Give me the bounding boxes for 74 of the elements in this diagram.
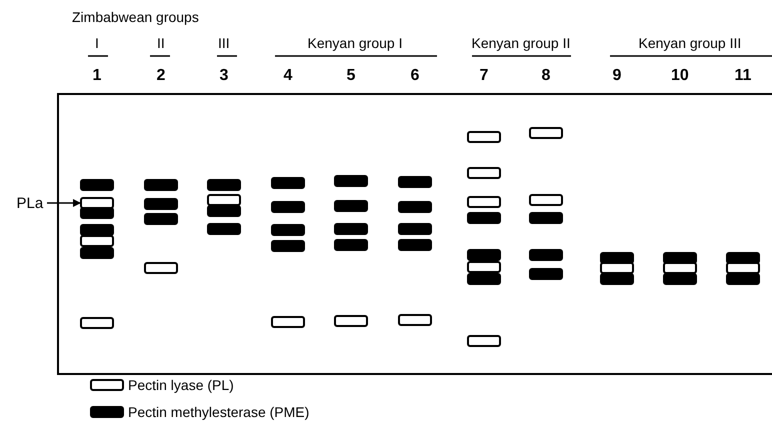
pme-band: [398, 176, 432, 188]
pme-band: [398, 223, 432, 235]
pme-band: [271, 224, 305, 236]
pme-band: [144, 198, 178, 210]
pl-band: [334, 315, 368, 327]
lane-number: 7: [480, 68, 488, 84]
leader-arrow: [47, 199, 81, 207]
group-heading: Kenyan group II: [472, 36, 570, 50]
pme-band: [80, 207, 114, 219]
legend-text: Pectin methylesterase (PME): [128, 405, 310, 419]
pl-band: [529, 127, 563, 139]
pme-band: [663, 252, 697, 264]
legend-text: Pectin lyase (PL): [128, 378, 234, 392]
pl-band: [398, 314, 432, 326]
pl-band: [467, 167, 501, 179]
lane-number: 10: [671, 68, 689, 84]
pl-band: [600, 262, 634, 274]
pme-band: [467, 249, 501, 261]
pl-band: [529, 194, 563, 206]
pl-band: [467, 196, 501, 208]
pme-band: [334, 175, 368, 187]
pme-band: [467, 212, 501, 224]
pme-band: [207, 179, 241, 191]
group-heading: Kenyan group III: [638, 36, 742, 50]
group-heading: Zimbabwean groups: [72, 10, 199, 24]
lane-number: 11: [734, 68, 752, 84]
pme-band: [334, 200, 368, 212]
lane-number: 2: [156, 68, 166, 84]
pme-band: [80, 247, 114, 259]
group-numeral: I: [95, 36, 99, 50]
lane-number: 8: [542, 68, 550, 84]
pme-band: [207, 205, 241, 217]
pl-band: [467, 335, 501, 347]
pme-band: [271, 177, 305, 189]
pme-band: [80, 179, 114, 191]
pme-band: [144, 213, 178, 225]
pme-band: [600, 252, 634, 264]
pl-band: [467, 131, 501, 143]
pl-band: [80, 197, 114, 209]
pme-band: [334, 223, 368, 235]
pme-band: [398, 239, 432, 251]
pl-band: [207, 194, 241, 206]
pme-band: [80, 224, 114, 236]
pme-band: [207, 223, 241, 235]
pl-band: [467, 261, 501, 273]
pl-band: [80, 317, 114, 329]
pl-band: [80, 235, 114, 247]
lane-number: 4: [284, 68, 292, 84]
pme-band: [144, 179, 178, 191]
pme-band: [334, 239, 368, 251]
pme-band: [529, 212, 563, 224]
pl-band: [144, 262, 178, 274]
pme-band: [600, 273, 634, 285]
lane-number: 9: [612, 68, 622, 84]
pme-band: [271, 240, 305, 252]
group-numeral: II: [157, 36, 165, 50]
pme-band: [726, 252, 760, 264]
pme-band: [663, 273, 697, 285]
pme-band: [271, 201, 305, 213]
pl-band: [271, 316, 305, 328]
pme-band: [398, 201, 432, 213]
band-label: PLa: [16, 196, 44, 210]
lane-number: 5: [346, 68, 356, 84]
group-numeral: III: [218, 36, 230, 50]
pl-band: [726, 262, 760, 274]
pme-band: [529, 249, 563, 261]
pme-band: [529, 268, 563, 280]
pl-band: [663, 262, 697, 274]
pme-band: [467, 273, 501, 285]
lane-number: 1: [92, 68, 102, 84]
lane-number: 6: [410, 68, 420, 84]
lane-number: 3: [220, 68, 228, 84]
group-heading: Kenyan group I: [308, 36, 402, 50]
pme-band: [726, 273, 760, 285]
